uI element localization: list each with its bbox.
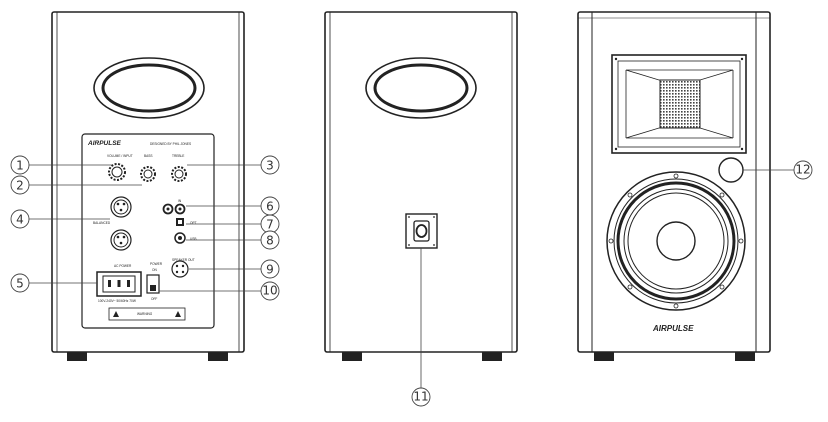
bass-port — [93, 57, 205, 119]
callout-3-label: 3 — [266, 159, 274, 173]
callout-5-label: 5 — [16, 277, 24, 291]
label-power: POWER — [150, 262, 163, 266]
speaker-front: AIRPULSE — [577, 11, 771, 361]
label-voltage: 100V-240V~ 50/60Hz 70W — [98, 299, 136, 303]
active-speaker-rear: AIRPULSE DESIGNED BY PHIL JONES VOLUME /… — [51, 11, 245, 361]
label-balanced: BALANCED — [93, 221, 111, 225]
speaker-out-terminal[interactable] — [171, 260, 189, 278]
label-speaker-out: SPEAKER OUT — [172, 258, 195, 262]
foot-right — [735, 352, 755, 361]
callout-9-label: 9 — [266, 263, 274, 277]
svg-text:WARNING: WARNING — [137, 312, 153, 316]
foot-left — [342, 352, 362, 361]
label-off: OFF — [151, 297, 157, 301]
label-on: ON — [152, 268, 157, 272]
foot-right — [482, 352, 502, 361]
ac-power-inlet[interactable] — [96, 271, 142, 297]
callout-6-label: 6 — [266, 200, 274, 214]
callout-4-label: 4 — [16, 213, 24, 227]
callout-12-label: 12 — [795, 163, 810, 177]
callout-11-label: 11 — [413, 390, 428, 404]
rear-control-panel: AIRPULSE DESIGNED BY PHIL JONES VOLUME /… — [81, 133, 215, 329]
ribbon-mesh — [659, 79, 701, 129]
callout-7-label: 7 — [266, 218, 274, 232]
xlr-input-right[interactable] — [110, 229, 132, 251]
passive-speaker-rear — [324, 11, 518, 361]
ir-receiver — [718, 157, 744, 183]
label-bass: BASS — [144, 154, 153, 158]
volume-input-knob[interactable] — [108, 163, 126, 181]
ribbon-tweeter — [611, 54, 747, 154]
panel-brand-logo: AIRPULSE — [87, 140, 122, 147]
label-volume-input: VOLUME / INPUT — [107, 154, 133, 158]
callout-markers — [10, 155, 813, 407]
front-brand-logo: AIRPULSE — [652, 324, 694, 333]
rca-inputs[interactable] — [162, 203, 186, 215]
label-in: IN — [178, 199, 182, 203]
treble-knob[interactable] — [171, 166, 187, 182]
speaker-input-terminal[interactable] — [405, 213, 438, 249]
callouts — [29, 164, 794, 388]
power-switch[interactable] — [146, 274, 160, 294]
woofer-dust-cap — [656, 221, 696, 261]
panel-tagline: DESIGNED BY PHIL JONES — [150, 142, 191, 146]
xlr-input-left[interactable] — [110, 196, 132, 218]
woofer — [606, 171, 746, 311]
label-usb: USB — [190, 237, 197, 241]
foot-left — [67, 352, 87, 361]
usb-input[interactable] — [174, 232, 186, 244]
callout-10-label: 10 — [262, 284, 277, 298]
foot-right — [208, 352, 228, 361]
label-opt: OPT — [190, 221, 197, 225]
bass-knob[interactable] — [140, 166, 156, 182]
optical-input[interactable] — [176, 218, 184, 226]
warning-label: WARNING — [108, 307, 186, 321]
callout-1-label: 1 — [16, 159, 24, 173]
callout-2-label: 2 — [16, 179, 24, 193]
callout-8-label: 8 — [266, 234, 274, 248]
label-treble: TREBLE — [172, 154, 184, 158]
label-ac-power: AC POWER — [114, 264, 132, 268]
bass-port — [365, 57, 477, 119]
callout-numbers: 1 2 3 4 5 6 7 8 9 10 11 12 — [16, 159, 810, 404]
foot-left — [594, 352, 614, 361]
